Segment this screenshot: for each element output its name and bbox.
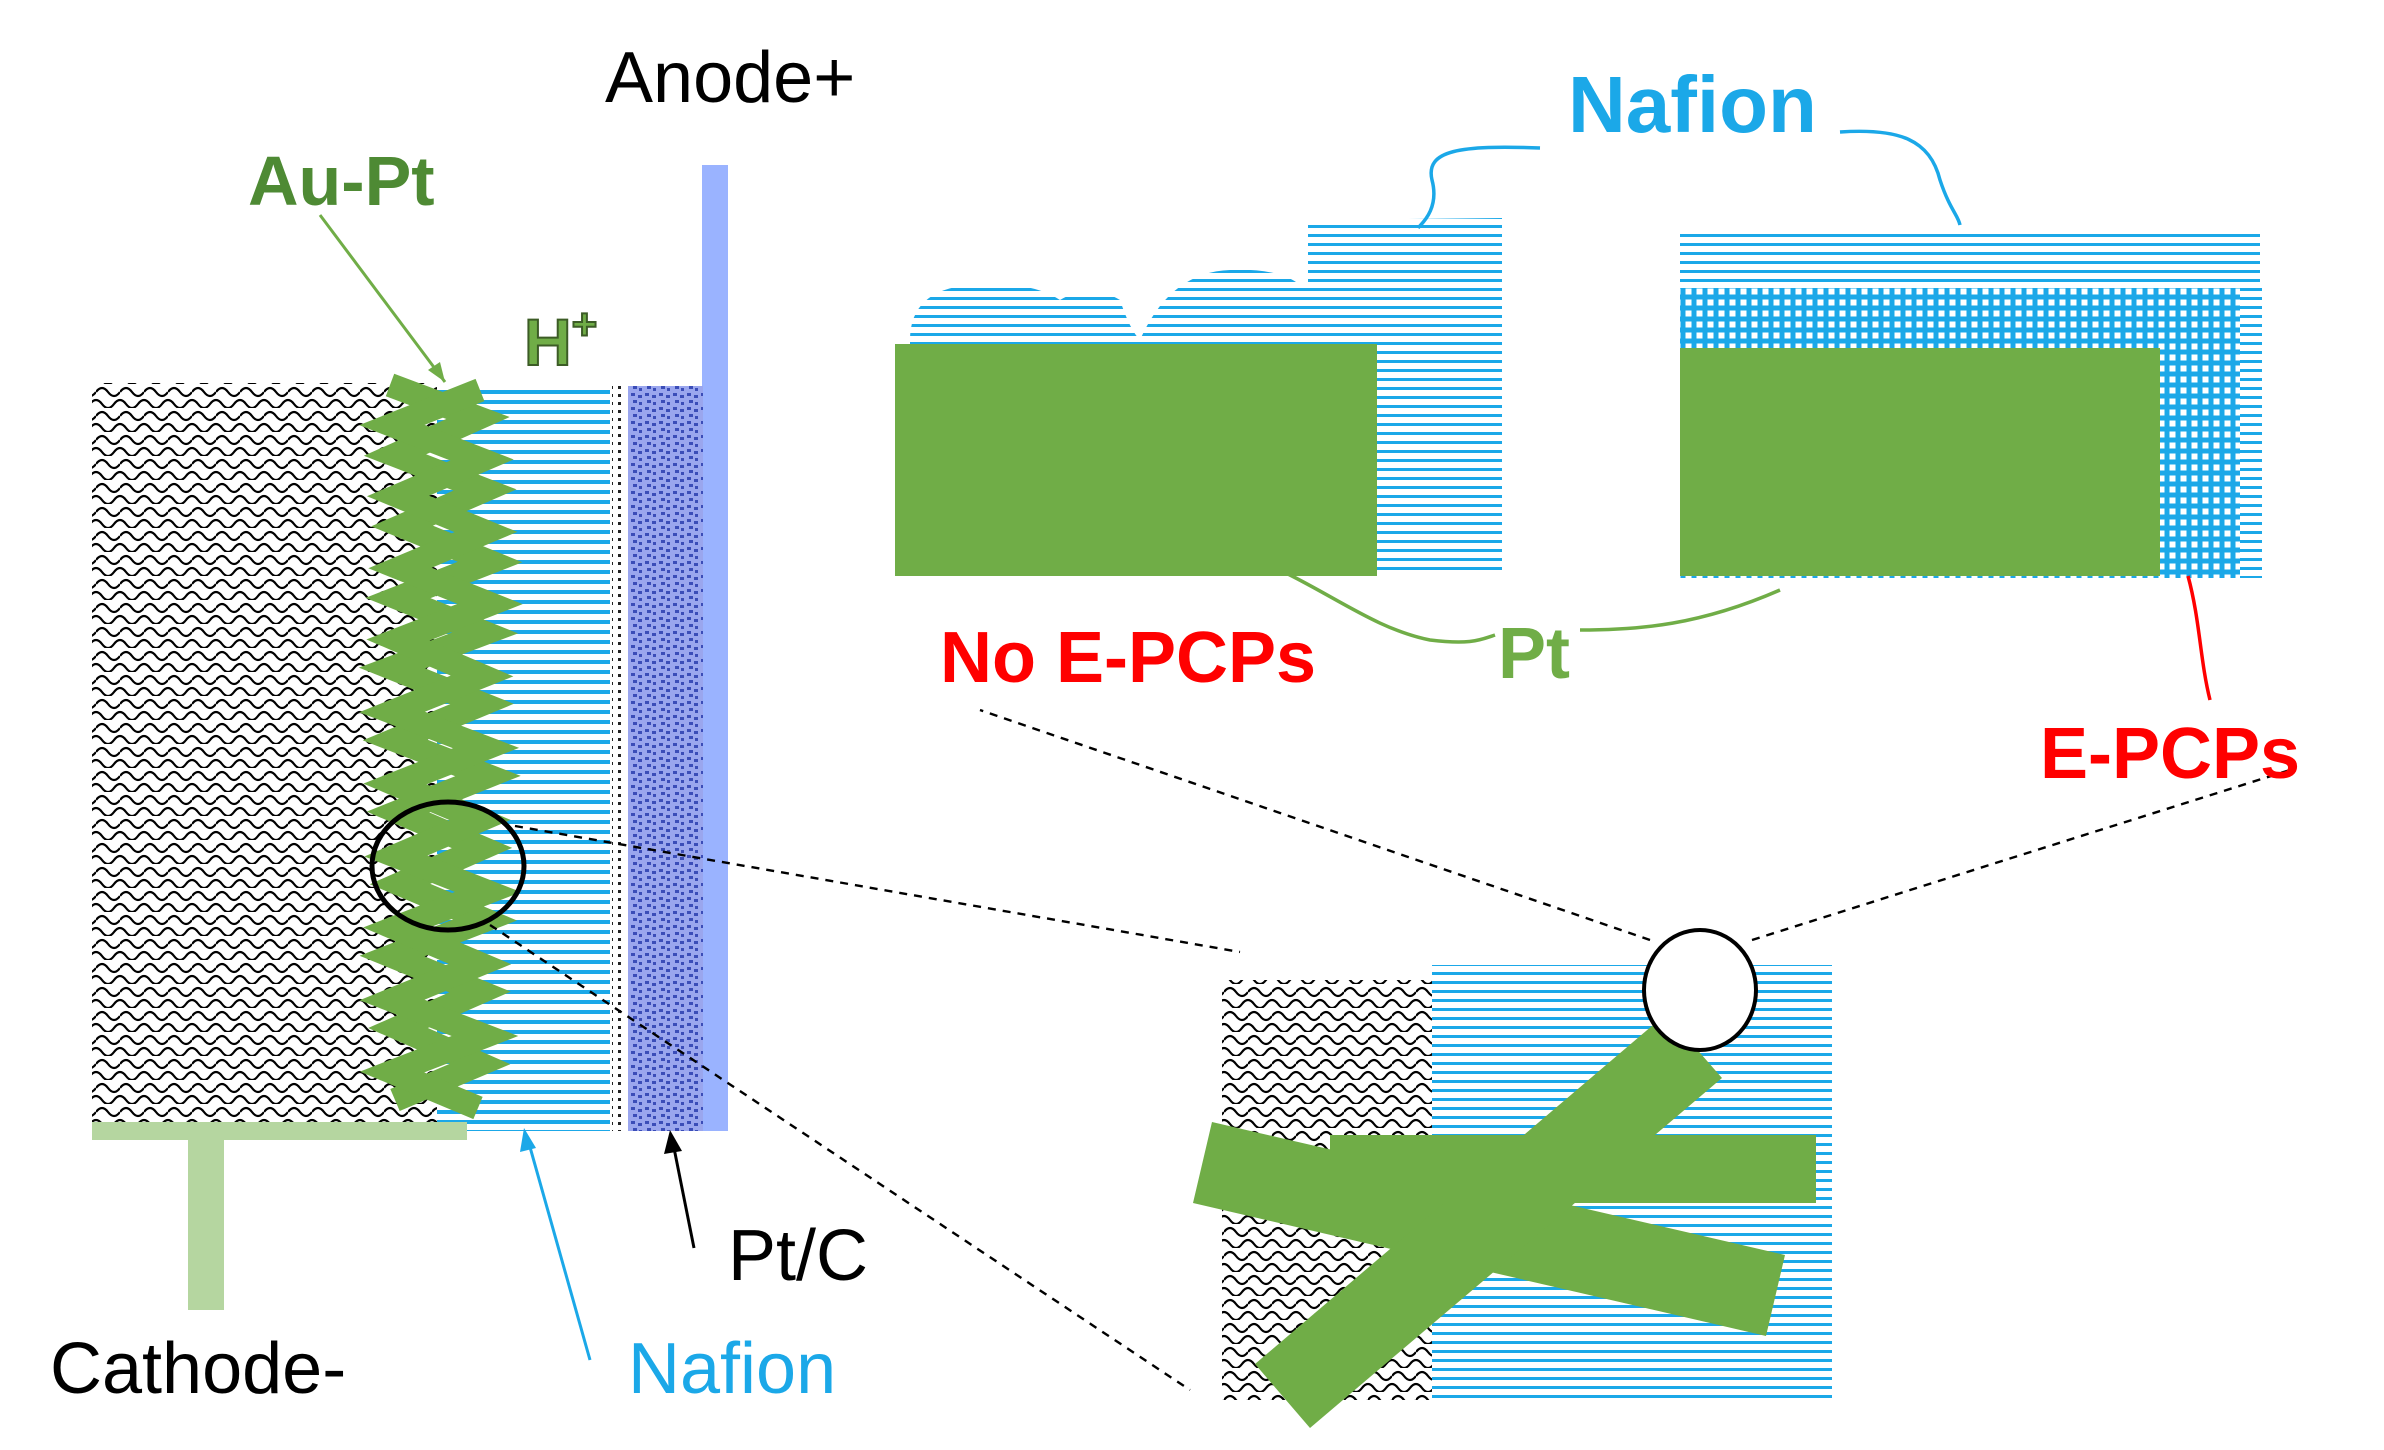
zoom-circle [369, 799, 527, 933]
pt-c-pointer-head [664, 1130, 682, 1154]
zoom-line-upper [514, 824, 1241, 954]
nafion-top-leader-left [1416, 145, 1541, 230]
panel-b-pt-block [1680, 348, 2160, 576]
no-epcps-label: No E-PCPs [940, 618, 1316, 698]
particle-line-right [1751, 768, 2291, 942]
pt-c-label: Pt/C [728, 1216, 868, 1296]
panel-a-pt-block [895, 344, 1377, 576]
nafion-membrane-label: Nafion [628, 1329, 836, 1409]
panel-no-epcps [895, 218, 1502, 576]
panel-b-nafion-film [1680, 228, 2260, 290]
anode-label: Anode+ [605, 38, 855, 118]
anode-terminal [702, 165, 728, 387]
epcps-leader [2186, 575, 2212, 701]
cathode-label: Cathode- [50, 1329, 346, 1409]
zoom-catalyst-band-3 [1330, 1135, 1816, 1203]
separator-strip [612, 386, 626, 1131]
cathode-terminal [188, 1138, 224, 1310]
au-pt-label: Au-Pt [248, 142, 435, 220]
epcps-label: E-PCPs [2040, 714, 2300, 794]
pt-c-pointer [672, 1147, 696, 1249]
panel-b-nafion-side [2240, 288, 2262, 578]
zoom-catalyst-band-2 [1255, 1014, 1722, 1428]
h-plus-superscript: + [572, 300, 598, 349]
anode-plate [702, 386, 728, 1131]
au-pt-catalyst-zigzag-2 [359, 378, 523, 1120]
au-pt-pointer [318, 214, 447, 383]
zoomed-interface [1193, 928, 1832, 1428]
au-pt-pointer-head [428, 362, 445, 382]
pt-label: Pt [1498, 614, 1570, 694]
pt-leader-left [1287, 572, 1496, 644]
h-plus-base: H [524, 305, 572, 379]
fuel-cell-cross-section [92, 165, 728, 1310]
nafion-pointer [526, 1139, 592, 1361]
pt-leader-right [1579, 588, 1781, 632]
panel-a-nafion-film [910, 218, 1502, 570]
nafion-top-leader-right [1839, 129, 1962, 226]
zoom-line-lower [489, 924, 1191, 1391]
nafion-pointer-head [520, 1128, 536, 1152]
nafion-top-label: Nafion [1568, 60, 1817, 149]
particle-line-left [979, 708, 1651, 942]
zoom-particle [1642, 928, 1758, 1052]
panel-epcps [1680, 228, 2262, 578]
h-plus-label: H+ [524, 300, 597, 379]
pt-c-layer [628, 386, 703, 1131]
cathode-plate [92, 1122, 467, 1140]
